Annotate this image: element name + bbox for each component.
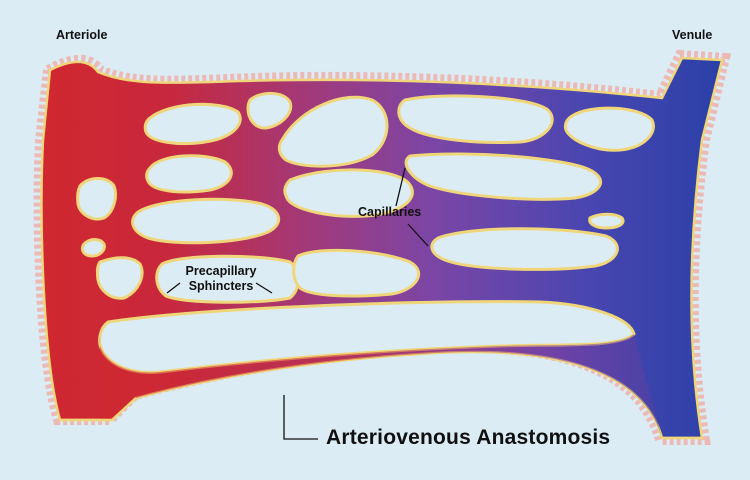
arteriovenous-anastomosis-label: Arteriovenous Anastomosis	[326, 426, 611, 449]
capillaries-label: Capillaries	[358, 205, 422, 219]
precapillary-label-line1: Precapillary	[185, 264, 257, 278]
sphincter-leader-left	[166, 282, 181, 294]
capillaries-leader-lower	[407, 223, 429, 247]
endothelial-cell-layer	[33, 49, 732, 445]
arteriole-label: Arteriole	[56, 28, 108, 42]
arteriovenous-anastomosis-vessel	[99, 334, 662, 438]
sphincter-leader-right	[255, 282, 273, 294]
leader-lines	[166, 167, 429, 440]
venule-label: Venule	[672, 28, 713, 42]
inter-capillary-spaces	[76, 92, 655, 374]
anastomosis-leader	[283, 395, 318, 440]
capillaries-leader-upper	[395, 167, 406, 207]
precapillary-sphincters-label: Precapillary Sphincters	[180, 264, 262, 294]
precapillary-label-line2: Sphincters	[188, 279, 254, 293]
